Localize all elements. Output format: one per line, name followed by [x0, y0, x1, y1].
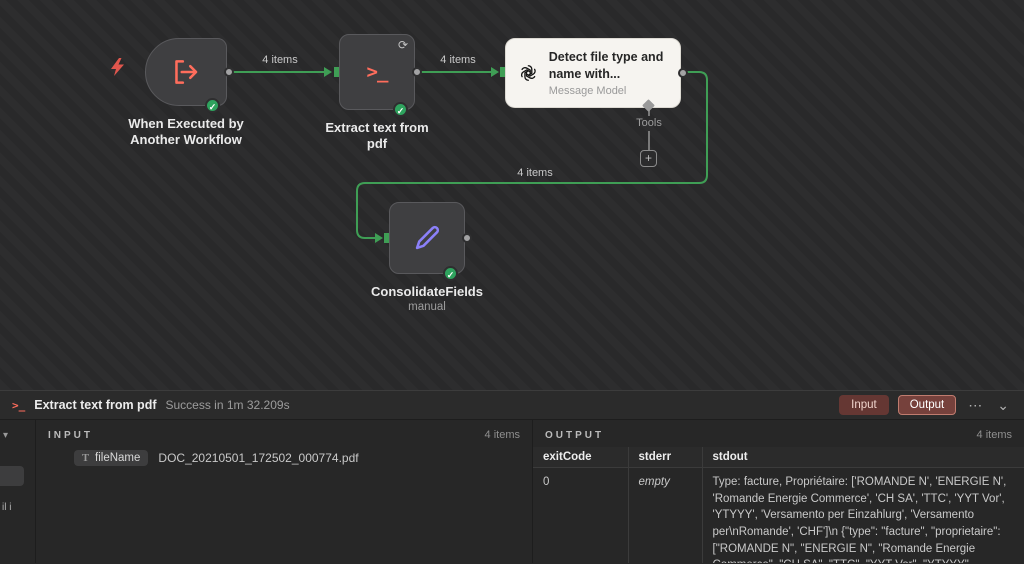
input-endpoint[interactable] [384, 233, 389, 243]
output-endpoint[interactable] [412, 67, 422, 77]
node-consolidate-fields[interactable]: ✓ [389, 202, 472, 281]
node-when-executed-by-another-workflow[interactable]: ✓ [145, 38, 234, 113]
input-pane-title: INPUT [48, 429, 93, 441]
edge-items-label: 4 items [517, 167, 553, 179]
edge-arrow-icon [491, 67, 499, 77]
output-items-count: 4 items [976, 429, 1012, 441]
output-pane: OUTPUT 4 items exitCode stderr stdout 0 … [532, 420, 1024, 563]
column-header-stderr: stderr [627, 447, 702, 468]
text-type-icon: T [82, 452, 90, 464]
node-label-extract: Extract text from pdf [325, 120, 429, 152]
pencil-icon [415, 225, 440, 250]
terminal-icon: >_ [12, 398, 26, 412]
log-panel-header: >_ Extract text from pdf Success in 1m 3… [0, 390, 1024, 420]
node-title-openai: Detect file type and name with... [548, 50, 664, 81]
input-button[interactable]: Input [839, 395, 889, 415]
field-name: fileName [95, 452, 141, 464]
log-node-title[interactable]: Extract text from pdf [34, 398, 157, 412]
field-name-chip[interactable]: T fileName [74, 450, 149, 466]
add-tool-button[interactable]: + [640, 150, 657, 167]
edge-openai-to-consolidate[interactable] [356, 71, 708, 239]
partial-fragment-text: il i [2, 502, 12, 513]
success-check-icon: ✓ [205, 98, 220, 113]
left-overview-strip: ▾ il i [0, 420, 36, 563]
table-row[interactable]: 0 empty Type: facture, Propriétaire: ['R… [533, 467, 1024, 563]
output-endpoint[interactable] [224, 67, 234, 77]
cell-exitcode: 0 [543, 476, 550, 488]
output-pane-title: OUTPUT [545, 429, 605, 441]
workflow-trigger-icon [175, 60, 198, 84]
more-options-icon[interactable]: ⋯ [968, 396, 983, 413]
openai-logo-icon [520, 65, 536, 81]
workflow-canvas[interactable]: ✓ When Executed by Another Workflow ⟳ >_… [0, 0, 1024, 390]
input-field-row: T fileName DOC_20210501_172502_000774.pd… [36, 450, 532, 466]
node-detect-file-type[interactable]: Detect file type and name with... Messag… [505, 38, 688, 108]
chevron-down-icon[interactable]: ▾ [3, 430, 9, 441]
edge-arrow-icon [324, 67, 332, 77]
edge-items-label: 4 items [262, 54, 298, 66]
column-header-stdout: stdout [701, 447, 1024, 468]
input-items-count: 4 items [484, 429, 520, 441]
node-subtitle-openai: Message Model [548, 84, 627, 97]
refresh-icon: ⟳ [397, 38, 408, 52]
cell-stdout: Type: facture, Propriétaire: ['ROMANDE N… [701, 467, 1024, 563]
edge-arrow-icon [375, 233, 383, 243]
output-button[interactable]: Output [897, 395, 957, 415]
field-value: DOC_20210501_172502_000774.pdf [158, 451, 359, 465]
output-endpoint[interactable] [678, 68, 688, 78]
success-check-icon: ✓ [443, 266, 458, 281]
terminal-icon: >_ [366, 61, 389, 83]
lightning-icon [111, 58, 124, 76]
tools-connector-label: Tools [636, 117, 662, 129]
node-extract-text-from-pdf[interactable]: ⟳ >_ ✓ [339, 34, 422, 117]
node-label-consolidate: ConsolidateFields [371, 284, 483, 299]
collapse-panel-icon[interactable]: ⌄ [997, 396, 1009, 413]
output-endpoint[interactable] [462, 233, 472, 243]
output-table: exitCode stderr stdout 0 empty Type: fac… [533, 447, 1024, 563]
success-check-icon: ✓ [393, 102, 408, 117]
edge-items-label: 4 items [440, 54, 476, 66]
tools-connector-line [648, 131, 650, 150]
cell-stderr: empty [627, 467, 702, 563]
node-label-trigger: When Executed by Another Workflow [128, 116, 244, 148]
node-sublabel-consolidate: manual [408, 301, 446, 313]
connections-layer [232, 67, 708, 243]
column-header-exitcode: exitCode [533, 447, 628, 468]
execution-status: Success in 1m 32.209s [165, 398, 290, 412]
input-endpoint[interactable] [500, 67, 505, 77]
partial-node-chip[interactable] [0, 466, 24, 486]
input-endpoint[interactable] [334, 67, 339, 77]
input-pane: INPUT 4 items T fileName DOC_20210501_17… [36, 420, 532, 563]
execution-log-panel: >_ Extract text from pdf Success in 1m 3… [0, 390, 1024, 564]
